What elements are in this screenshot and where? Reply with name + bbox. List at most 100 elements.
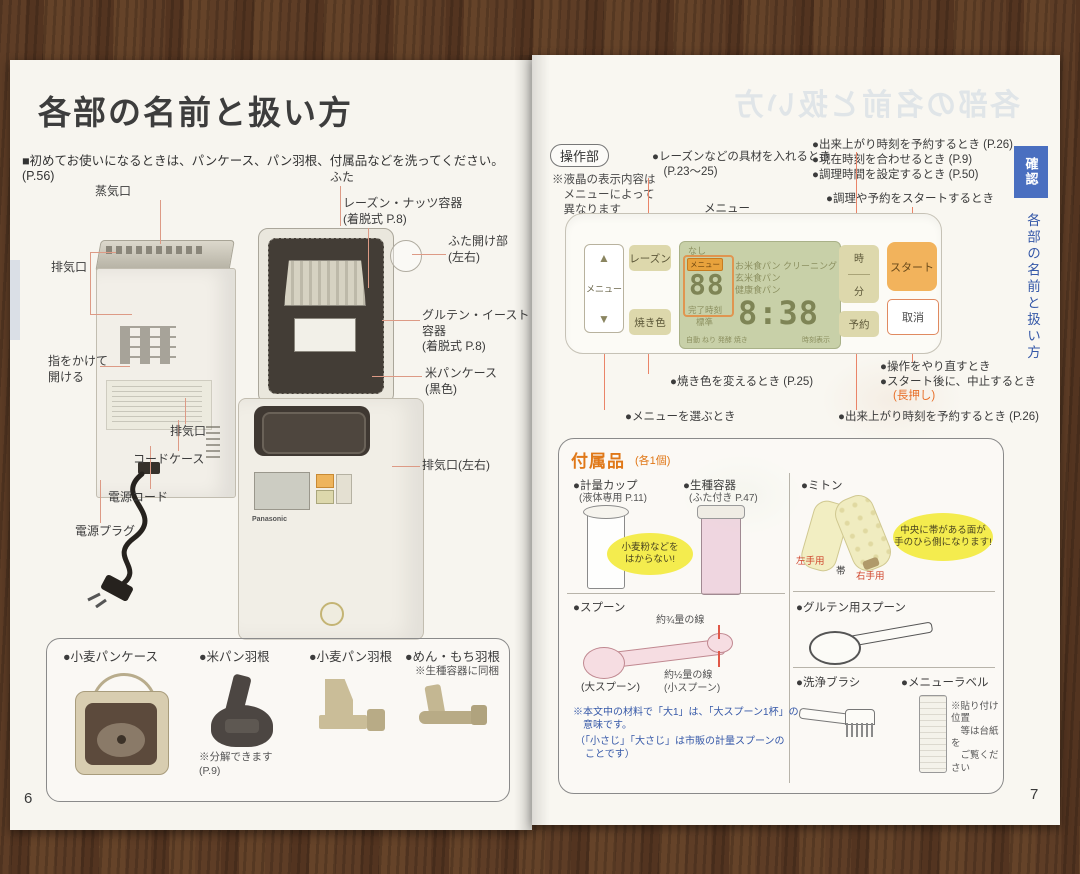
- gluten-spoon-label: ●グルテン用スプーン: [796, 602, 906, 614]
- mitten-left-label: 左手用: [796, 556, 825, 567]
- wheat-pan-illustration: [71, 671, 171, 775]
- side-tab-badge: 確認: [1014, 146, 1048, 198]
- accessories-header: 付属品: [571, 452, 625, 471]
- ghost-title: 各部の名前と扱い方: [732, 89, 1020, 122]
- callout-clock: ●現在時刻を合わせるとき (P.9): [812, 154, 973, 166]
- menu-button-label: メニュー: [585, 284, 622, 294]
- rice-blade-illustration: [205, 673, 285, 751]
- mitten-band-label: 帯: [836, 566, 846, 577]
- label-power-plug: 電源プラグ: [75, 524, 136, 538]
- power-cord-illustration: [87, 471, 148, 608]
- wheat-blade-illustration: [319, 679, 391, 743]
- rear-vent-slits: [206, 426, 220, 462]
- callout-stop-note: (長押し): [893, 390, 936, 402]
- gluten-spoon-illustration: [809, 619, 939, 665]
- label-raisin-container: レーズン・ナッツ容器 (着脱式 P.8): [343, 196, 463, 226]
- hour-label: 時: [854, 254, 864, 265]
- label-rice-pan-case: 米パンケース (黒色): [425, 366, 498, 396]
- measuring-cup-sub: (液体専用 P.11): [579, 493, 647, 504]
- label-exhaust-side: 排気口: [51, 260, 88, 274]
- label-cord-case: コードケース: [133, 452, 205, 466]
- start-button: スタート: [887, 242, 937, 291]
- left-page: 各部の名前と扱い方 ■初めてお使いになるときは、パンケース、パン羽根、付属品など…: [10, 60, 532, 830]
- bread-maker-open-illustration: Panasonic: [238, 220, 438, 650]
- brand-logo: Panasonic: [252, 516, 288, 523]
- lcd-finish-label: 完了時刻: [688, 305, 723, 315]
- bread-maker-closed-illustration: [87, 230, 250, 608]
- lcd-screen: なし メニュー 88 お米食パン クリーニング 玄米食パン 健康食パン 完了時刻…: [679, 241, 841, 349]
- spoon-line-12-label: 約½量の線 (小スプーン): [664, 670, 721, 694]
- page-number-left: 6: [24, 790, 33, 807]
- measuring-cup-bubble: 小麦粉などを はからない!: [607, 533, 693, 575]
- lcd-display-note: ※液晶の表示内容は メニューによって 異なります: [552, 174, 656, 216]
- mitten-right-label: 右手用: [856, 571, 885, 582]
- spoon-note-2: （「小さじ」「大さじ」は市販の計量スプーンの ことです）: [575, 736, 785, 760]
- right-page: 各部の名前と扱い方 操作部 ※液晶の表示内容は メニューによって 異なります ●…: [532, 55, 1060, 825]
- control-panel-illustration: ▲ メニュー ▼ レーズン 焼き色 なし メニュー 88 お米食パン クリーニン…: [565, 213, 942, 354]
- menu-updown-buttons: ▲ メニュー ▼: [584, 244, 624, 333]
- label-exhaust-back: 排気口: [170, 424, 207, 438]
- lid-open-part-marker: [390, 240, 422, 272]
- intro-note: ■初めてお使いになるときは、パンケース、パン羽根、付属品などを洗ってください。(…: [22, 154, 504, 183]
- callout-redo: ●操作をやり直すとき: [880, 361, 991, 373]
- lcd-time: 8:38: [738, 294, 820, 332]
- spoon-note-1: ※本文中の材料で「大1」は、「大スプーン1杯」の 意味です。: [573, 707, 799, 731]
- operation-section-label: 操作部: [550, 144, 610, 167]
- latch: [138, 462, 160, 474]
- raisin-button: レーズン: [629, 245, 671, 271]
- measuring-cup-label: ●計量カップ: [573, 480, 638, 492]
- emblem: [320, 602, 344, 626]
- menu-label-label: ●メニューラベル: [901, 677, 989, 689]
- side-vent-slits: [120, 326, 176, 364]
- mitten-bubble: 中央に帯がある面が 手のひら側になります!: [893, 513, 993, 561]
- wheat-pan-label: ●小麦パンケース: [63, 650, 159, 664]
- label-finger-open: 指をかけて 開ける: [48, 354, 109, 384]
- cancel-button: 取消: [887, 299, 939, 335]
- front-lcd: [254, 472, 310, 510]
- callout-reserve-bottom: ●出来上がり時刻を予約するとき (P.26): [838, 411, 1039, 423]
- spoon-label: ●スプーン: [573, 602, 626, 614]
- spoon-big-label: (大スプーン): [581, 681, 640, 693]
- menu-up-arrow: ▲: [598, 251, 610, 265]
- show-through-band: [10, 260, 20, 340]
- accessories-box: 付属品 (各1個) ●計量カップ (液体専用 P.11) 小麦粉などを はからな…: [558, 438, 1004, 794]
- menu-down-arrow: ▼: [598, 312, 610, 326]
- callout-reserve-top: ●出来上がり時刻を予約するとき (P.26): [812, 139, 1013, 151]
- gutter-shadow: [514, 55, 550, 830]
- wheat-blade-label: ●小麦パン羽根: [309, 650, 393, 664]
- raisin-nut-container-illustration: [284, 260, 366, 306]
- noodle-blade-note: ※生種容器に同梱: [415, 665, 499, 677]
- starter-container-sub: (ふた付き P.47): [689, 493, 758, 504]
- callout-raisin: ●レーズンなどの具材を入れるとき (P.23～25): [652, 151, 831, 178]
- callout-crust: ●焼き色を変えるとき (P.25): [670, 376, 814, 388]
- lcd-menu-line2: 玄米食パン: [735, 273, 781, 283]
- starter-container-label: ●生種容器: [683, 480, 736, 492]
- menu-label-note: ※貼り付け位置 等は台紙を ご覧ください: [951, 701, 999, 774]
- noodle-blade-label: ●めん・もち羽根: [405, 650, 501, 664]
- spoon-illustration: [583, 625, 735, 679]
- mitten-label: ●ミトン: [801, 480, 843, 492]
- gluten-yeast-container-illustration: [294, 318, 356, 352]
- lcd-menu-line1: お米食パン クリーニング: [735, 261, 837, 271]
- spoon-line-34-label: 約¾量の線: [656, 615, 705, 626]
- rice-blade-label: ●米パン羽根: [199, 650, 270, 664]
- noodle-blade-illustration: [419, 683, 489, 739]
- page-number-right: 7: [1030, 786, 1039, 803]
- starter-container-illustration: [701, 513, 741, 595]
- hour-minute-button: 時 分: [839, 245, 879, 303]
- lcd-none: なし: [688, 246, 707, 256]
- lcd-menu-line3: 健康食パン: [735, 285, 781, 295]
- label-lid-open-part: ふた開け部 (左右): [448, 234, 509, 264]
- label-gluten-container: グルテン・イースト 容器 (着脱式 P.8): [422, 308, 530, 354]
- brush-label: ●洗浄ブラシ: [796, 677, 861, 689]
- label-power-cord: 電源コード: [108, 490, 169, 504]
- callout-menu: メニュー: [704, 203, 750, 215]
- callout-choose-menu: ●メニューを選ぶとき: [625, 411, 736, 423]
- brush-illustration: [798, 695, 883, 745]
- lcd-clock-row: 時刻表示: [802, 337, 830, 344]
- accessories-header-sub: (各1個): [635, 455, 671, 467]
- page-title: 各部の名前と扱い方: [38, 94, 353, 131]
- reserve-button: 予約: [839, 311, 879, 337]
- lcd-standard: 標準: [696, 317, 714, 327]
- label-exhaust-lr: 排気口(左右): [422, 458, 490, 472]
